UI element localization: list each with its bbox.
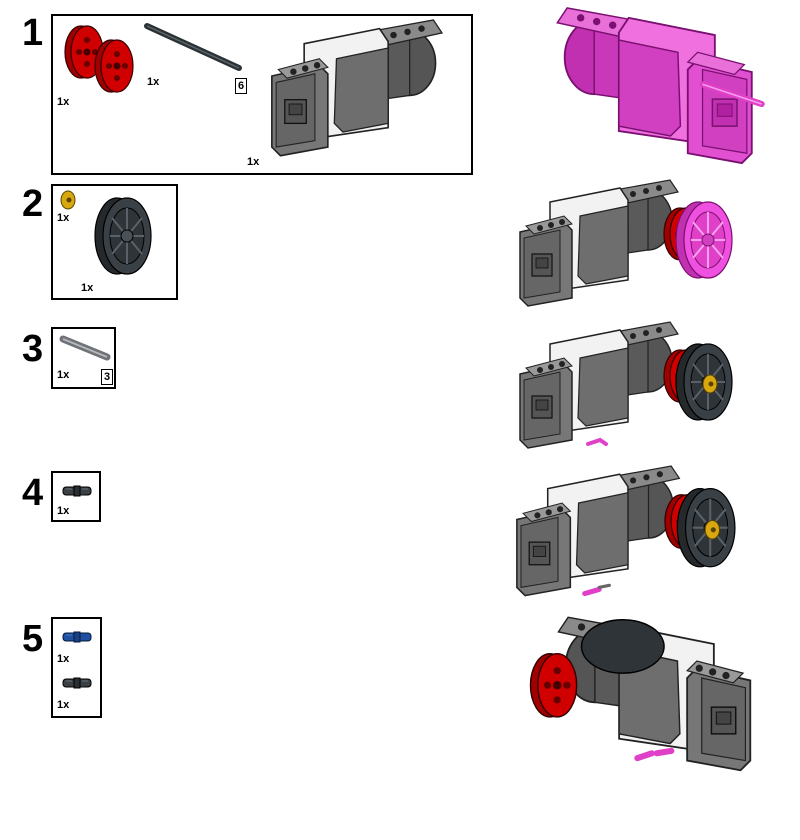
axle-length-label: 6 [235, 78, 247, 94]
step-number: 2 [22, 183, 44, 225]
parts-list-box: 3 1x [51, 327, 116, 389]
bush-part-icon [60, 190, 76, 210]
step-number: 3 [22, 328, 44, 370]
step-number: 5 [22, 618, 44, 660]
parts-list-box: 1x 1x [51, 617, 102, 718]
part-quantity: 1x [57, 699, 70, 711]
step3-assembly [519, 321, 733, 449]
rim-part-icon [94, 197, 152, 275]
friction-pin-part-icon [62, 485, 92, 497]
step5-assembly [529, 616, 752, 772]
step-number: 1 [22, 12, 44, 54]
step-number: 4 [22, 472, 44, 514]
part-quantity: 1x [81, 282, 94, 294]
part-quantity: 1x [57, 653, 70, 665]
step4-assembly [516, 465, 736, 597]
parts-list-box: 1x [51, 471, 101, 522]
axle-part-icon [144, 23, 242, 71]
axle-length-label: 3 [101, 369, 113, 385]
red-hub-part-icon [64, 25, 134, 93]
parts-list-box: 1x 1x [51, 184, 178, 300]
parts-list-box: 1x 6 1x 1x [51, 14, 473, 175]
part-quantity: 1x [57, 212, 70, 224]
step2-assembly [519, 179, 733, 307]
part-quantity: 1x [57, 505, 70, 517]
part-quantity: 1x [147, 76, 160, 88]
motor-part-icon [271, 19, 443, 157]
grey-axle-part-icon [59, 335, 111, 361]
step1-assembly-highlight [556, 7, 765, 164]
part-quantity: 1x [247, 156, 260, 168]
part-quantity: 1x [57, 369, 70, 381]
part-quantity: 1x [57, 96, 70, 108]
axle-pin-part-icon [62, 631, 92, 643]
friction-pin-part-icon [62, 677, 92, 689]
